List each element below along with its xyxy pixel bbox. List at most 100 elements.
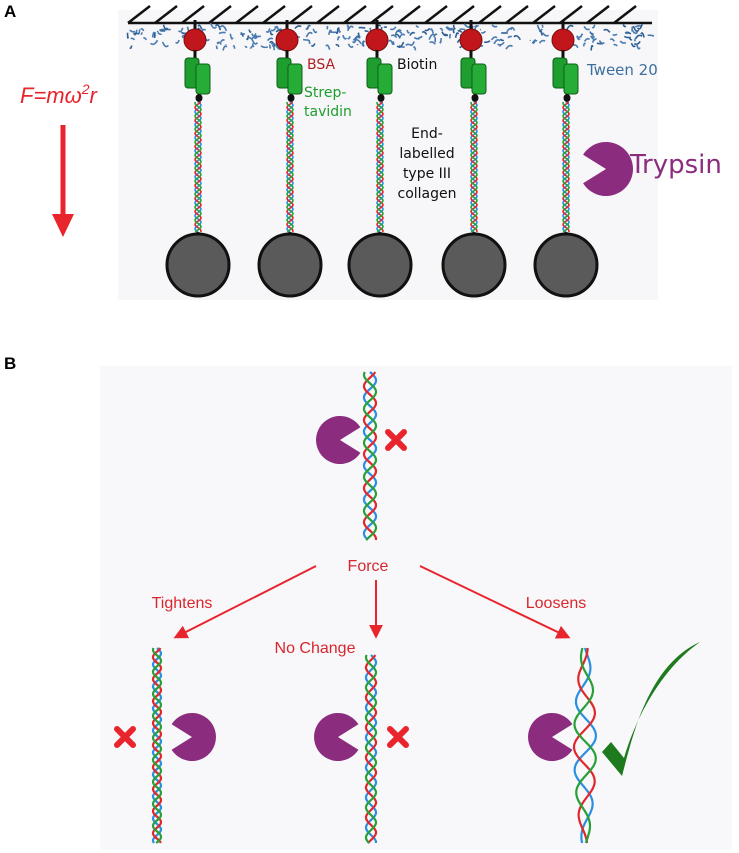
helix-strand	[573, 647, 597, 844]
streptavidin-block	[563, 63, 579, 95]
tween-fiber	[388, 39, 394, 46]
tween-fiber	[493, 38, 501, 45]
tween-fiber	[483, 40, 491, 44]
tween-fiber	[216, 42, 219, 45]
tween-fiber	[209, 22, 218, 29]
tween-fiber	[270, 27, 277, 32]
surface-hatch	[235, 5, 259, 24]
tween-fiber	[634, 24, 642, 28]
cross-stroke	[114, 726, 136, 748]
tween-fiber	[312, 28, 318, 34]
cross-icon	[385, 429, 407, 451]
tween-fiber	[634, 34, 643, 40]
tween-fiber	[305, 31, 313, 38]
tween-fiber	[499, 38, 505, 42]
tween-fiber	[222, 45, 228, 51]
surface-hatch	[154, 5, 178, 24]
tween-fiber	[624, 32, 629, 35]
helix-strand	[562, 101, 570, 233]
tween-fiber	[251, 38, 259, 45]
helix-strand	[376, 101, 384, 233]
tween-fiber	[325, 44, 331, 50]
helix-strand	[194, 101, 202, 233]
surface-hatch	[532, 5, 556, 24]
streptavidin-block	[195, 63, 211, 95]
bsa-molecule	[183, 28, 207, 52]
tween-fiber	[217, 41, 222, 45]
tween-fiber	[505, 44, 514, 50]
bsa-molecule	[275, 28, 299, 52]
tween-fiber	[177, 27, 184, 33]
tween-fiber	[270, 42, 276, 45]
tween-fiber	[539, 30, 543, 36]
helix-strand	[151, 647, 163, 844]
surface-hatch	[613, 5, 637, 24]
panel-b-background	[100, 366, 732, 850]
tween-fiber	[356, 43, 359, 46]
helix-strand	[194, 101, 202, 233]
tween-fiber	[347, 43, 354, 48]
helix-strand	[376, 101, 384, 233]
tween-fiber	[536, 24, 543, 32]
helix-strand	[286, 101, 294, 233]
tether-unit	[441, 20, 507, 298]
tween-fiber	[421, 31, 428, 35]
tween-fiber	[389, 26, 397, 31]
tween-fiber	[405, 43, 410, 46]
bsa-label: BSA	[307, 57, 336, 73]
tween-fiber	[412, 46, 417, 51]
tween-fiber	[433, 33, 438, 38]
tween-fiber	[490, 36, 498, 41]
loosens-label: Loosens	[526, 595, 587, 612]
tween-fiber	[310, 43, 316, 47]
tween-fiber	[229, 33, 234, 40]
tween-fiber	[358, 26, 366, 29]
tween-fiber	[129, 29, 136, 33]
tween-fiber	[491, 24, 498, 28]
tween-fiber	[249, 45, 255, 50]
tween-fiber	[631, 29, 639, 34]
trypsin-icon	[171, 713, 216, 762]
tween-fiber	[165, 27, 172, 31]
tween-fiber	[439, 38, 442, 44]
tween-fiber	[506, 27, 513, 33]
tween-fiber	[181, 32, 187, 38]
tween-fiber	[394, 29, 402, 35]
tween-fiber	[647, 34, 655, 37]
tween-fiber	[480, 30, 487, 34]
tween-fiber	[232, 45, 236, 49]
collagen-tethers	[165, 20, 599, 298]
bead	[533, 232, 599, 298]
tween-fiber	[429, 28, 434, 34]
helix-strand	[151, 647, 163, 844]
force-label: Force	[348, 558, 389, 575]
tween-fiber	[157, 31, 163, 36]
biotin-molecule	[287, 94, 295, 102]
tween-fiber	[244, 45, 248, 48]
tween-fiber	[398, 44, 406, 48]
tween-fiber	[507, 35, 513, 39]
surface-hatch	[181, 5, 205, 24]
tween-fiber	[394, 33, 401, 38]
helix-strand	[572, 648, 596, 844]
tween-fiber	[591, 39, 596, 43]
tween-fiber	[612, 33, 618, 36]
tween-fiber	[636, 24, 643, 30]
tween-fiber	[129, 45, 133, 49]
tween-fiber	[248, 32, 257, 40]
panel-a-label: A	[4, 2, 17, 21]
tween-fiber	[406, 29, 411, 34]
bead	[441, 232, 507, 298]
tween-fiber	[446, 26, 454, 30]
bead	[347, 232, 413, 298]
tween-fiber	[306, 24, 312, 30]
tween-fiber	[424, 27, 431, 32]
tween-fiber	[346, 25, 354, 32]
no-change-label: No Change	[275, 640, 356, 657]
tween-fiber	[248, 29, 252, 33]
tween-fiber	[308, 39, 311, 45]
tween-fiber	[396, 41, 405, 48]
helix-strand	[362, 371, 378, 541]
tween-fiber	[449, 33, 452, 39]
tween-fiber	[590, 44, 594, 51]
